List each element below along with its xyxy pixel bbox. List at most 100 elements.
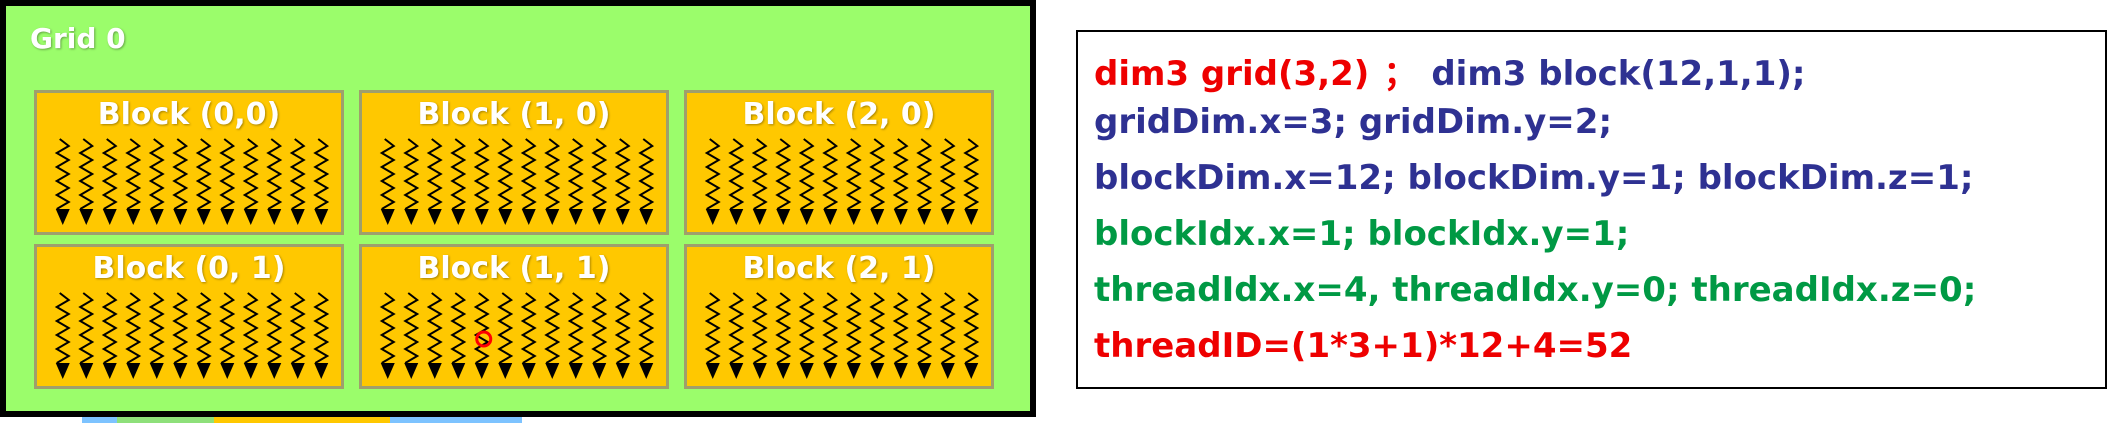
thread-arrow [289, 138, 306, 225]
thread-arrow [148, 292, 165, 379]
block-label: Block (1, 0) [417, 97, 611, 132]
thread-arrow [916, 292, 933, 379]
thread-arrow [591, 138, 608, 225]
thread-arrow [845, 138, 862, 225]
thread-arrow [751, 292, 768, 379]
thread-arrow [195, 292, 212, 379]
block-label: Block (0, 1) [92, 251, 286, 286]
thread-arrow [638, 138, 655, 225]
thread-arrow [219, 292, 236, 379]
thread-arrow [567, 138, 584, 225]
thread-arrow [892, 138, 909, 225]
code-line-4: blockIdx.x=1; blockIdx.y=1; [1094, 214, 1630, 254]
thread-arrow [125, 138, 142, 225]
thread-arrow [54, 138, 71, 225]
thread-arrow [242, 292, 259, 379]
thread-arrow [520, 292, 537, 379]
thread-arrow [775, 292, 792, 379]
thread-arrow [704, 138, 721, 225]
block-label: Block (1, 1) [417, 251, 611, 286]
block-label: Block (2, 0) [742, 97, 936, 132]
thread-group [704, 292, 980, 379]
thread-arrow [450, 138, 467, 225]
thread-arrow [544, 292, 561, 379]
grid-title: Grid 0 [30, 22, 126, 55]
thread-arrow [544, 138, 561, 225]
thread-arrow [798, 292, 815, 379]
thread-arrow [78, 292, 95, 379]
thread-arrow [266, 292, 283, 379]
thread-arrow [313, 138, 330, 225]
thread-arrow [313, 292, 330, 379]
block-label: Block (0,0) [97, 97, 281, 132]
thread-arrow [266, 138, 283, 225]
thread-arrow [195, 138, 212, 225]
underlying-figure-strip [82, 417, 522, 423]
thread-arrow [614, 138, 631, 225]
block-1-0: Block (1, 0) [359, 90, 669, 235]
block-2-0: Block (2, 0) [684, 90, 994, 235]
block-1-1: Block (1, 1) [359, 244, 669, 389]
grid-declaration: dim3 grid(3,2) [1094, 54, 1370, 94]
highlighted-thread-marker [475, 330, 493, 348]
thread-arrow [869, 138, 886, 225]
thread-arrow [591, 292, 608, 379]
thread-arrow [242, 138, 259, 225]
thread-arrow [379, 138, 396, 225]
thread-arrow [567, 292, 584, 379]
thread-group [54, 292, 330, 379]
thread-arrow [219, 138, 236, 225]
thread-arrow [963, 138, 980, 225]
thread-arrow [172, 138, 189, 225]
thread-arrow [289, 292, 306, 379]
thread-arrow [916, 138, 933, 225]
thread-arrow [798, 138, 815, 225]
code-line-2: gridDim.x=3; gridDim.y=2; [1094, 102, 1613, 142]
thread-arrow [751, 138, 768, 225]
thread-arrow [497, 292, 514, 379]
thread-arrow [450, 292, 467, 379]
thread-arrow [473, 292, 490, 379]
thread-group [54, 138, 330, 225]
thread-arrow [704, 292, 721, 379]
thread-arrow [614, 292, 631, 379]
block-0-1: Block (0, 1) [34, 244, 344, 389]
thread-arrow [775, 138, 792, 225]
thread-arrow [125, 292, 142, 379]
thread-arrow [379, 292, 396, 379]
code-line-6: threadID=(1*3+1)*12+4=52 [1094, 326, 1633, 366]
thread-arrow [638, 292, 655, 379]
grid-panel: Grid 0 Block (0,0) Block (1, 0) Block (2… [0, 0, 1036, 417]
thread-arrow [728, 138, 745, 225]
separator: ； [1383, 54, 1418, 94]
thread-arrow [54, 292, 71, 379]
code-line-3: blockDim.x=12; blockDim.y=1; blockDim.z=… [1094, 158, 1974, 198]
thread-arrow [101, 138, 118, 225]
thread-arrow [892, 292, 909, 379]
block-declaration: dim3 block(12,1,1) [1431, 54, 1792, 94]
thread-arrow [822, 138, 839, 225]
thread-arrow [473, 138, 490, 225]
thread-arrow [963, 292, 980, 379]
thread-arrow [939, 292, 956, 379]
thread-arrow [403, 138, 420, 225]
thread-arrow [845, 292, 862, 379]
thread-arrow [403, 292, 420, 379]
thread-arrow [869, 292, 886, 379]
block-label: Block (2, 1) [742, 251, 936, 286]
code-line-5: threadIdx.x=4, threadIdx.y=0; threadIdx.… [1094, 270, 1977, 310]
thread-arrow [148, 138, 165, 225]
thread-group [704, 138, 980, 225]
thread-arrow [939, 138, 956, 225]
code-line-1: dim3 grid(3,2)；dim3 block(12,1,1); [1094, 46, 1806, 95]
thread-arrow [822, 292, 839, 379]
thread-group [379, 292, 655, 379]
thread-arrow [728, 292, 745, 379]
code-box: dim3 grid(3,2)；dim3 block(12,1,1); gridD… [1076, 30, 2107, 389]
thread-arrow [101, 292, 118, 379]
block-0-0: Block (0,0) [34, 90, 344, 235]
thread-arrow [426, 292, 443, 379]
thread-arrow [78, 138, 95, 225]
thread-arrow [172, 292, 189, 379]
thread-arrow [497, 138, 514, 225]
